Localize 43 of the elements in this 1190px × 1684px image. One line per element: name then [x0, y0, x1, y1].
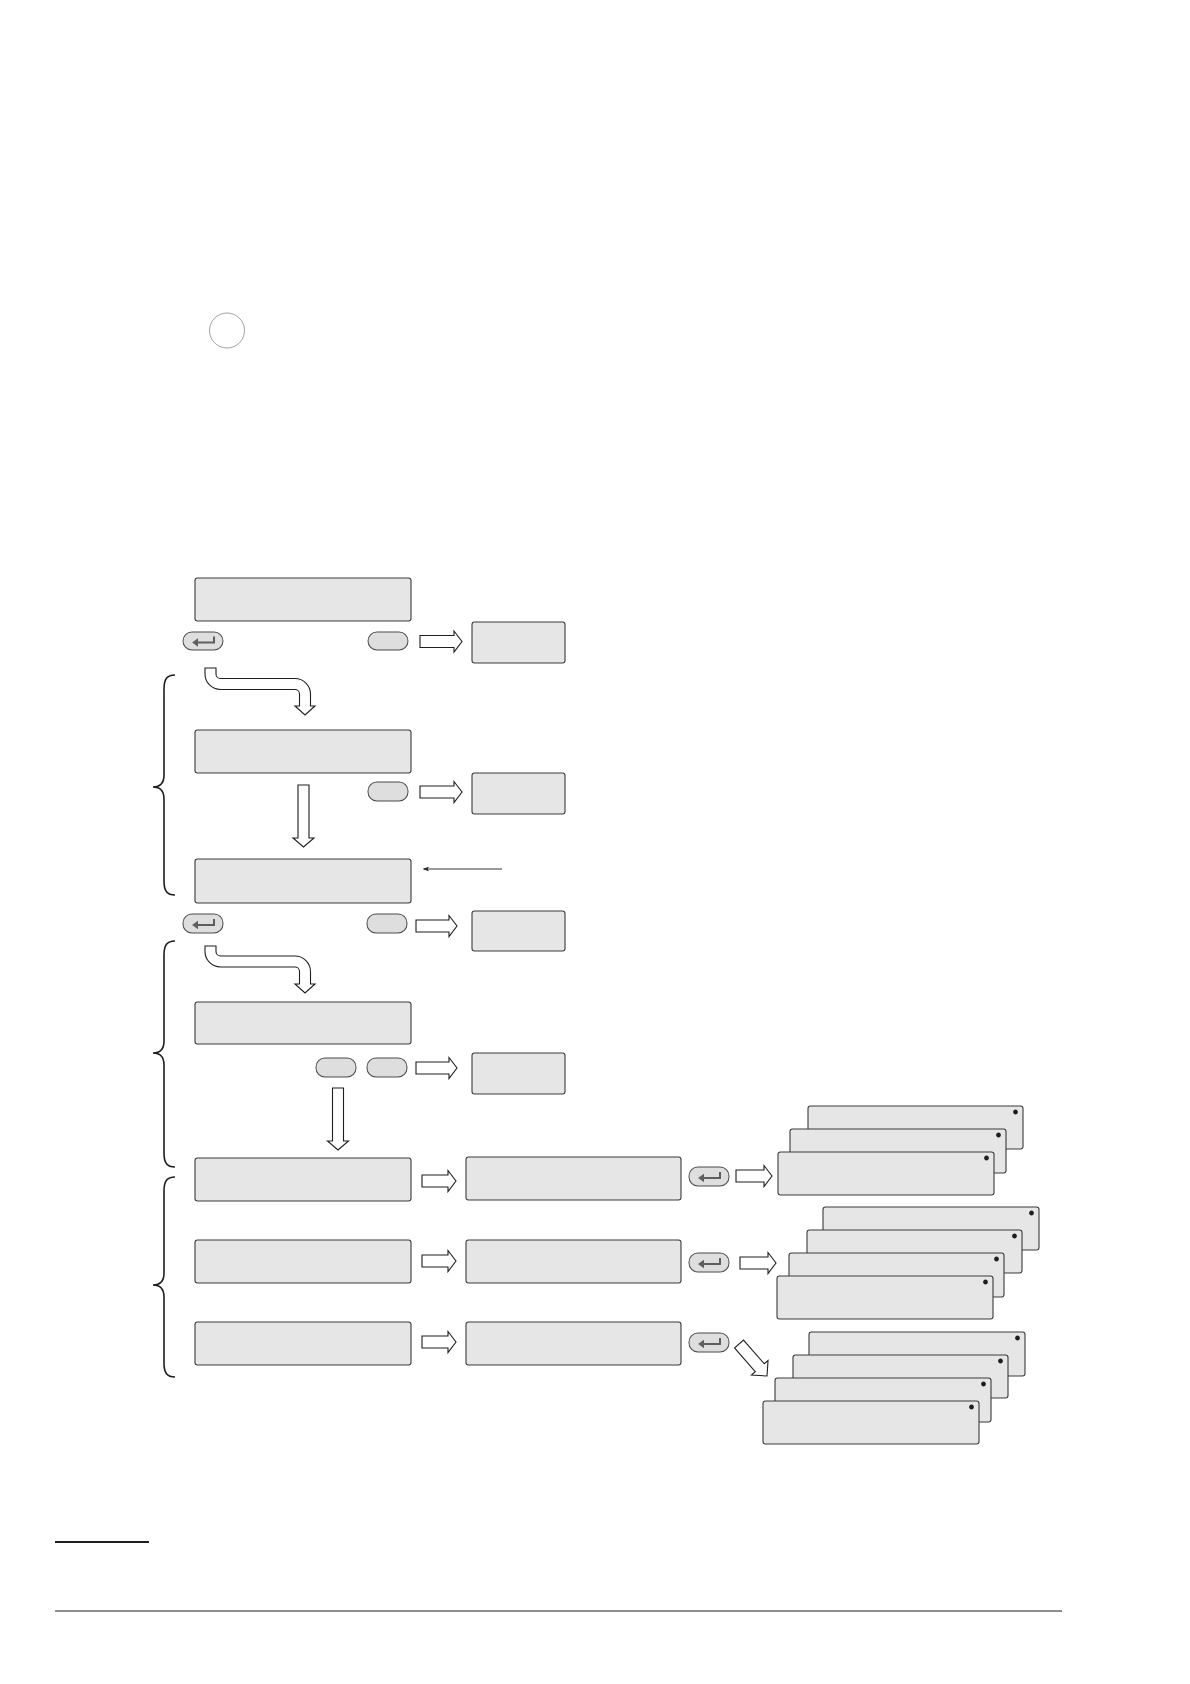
display-box — [776, 1275, 994, 1320]
key-button — [688, 1166, 730, 1187]
key-button — [688, 1332, 730, 1353]
display-box — [194, 1001, 412, 1045]
block-arrow — [415, 913, 458, 939]
display-box — [465, 1321, 682, 1366]
block-arrow — [204, 667, 316, 716]
block-arrow — [421, 1168, 457, 1194]
arrow — [423, 867, 503, 871]
display-box — [471, 621, 566, 664]
key-button — [366, 913, 408, 934]
circle — [209, 312, 245, 349]
display-box — [465, 1156, 682, 1201]
block-arrow — [421, 1329, 457, 1355]
block-arrow — [419, 629, 463, 654]
display-box — [762, 1400, 980, 1445]
display-box — [471, 772, 566, 815]
display-box — [777, 1151, 995, 1196]
display-box — [194, 729, 412, 774]
block-arrow — [735, 1163, 773, 1189]
display-box — [194, 858, 412, 904]
display-box — [465, 1239, 682, 1284]
display-box — [471, 910, 566, 952]
key-button — [366, 1057, 408, 1078]
block-arrow — [204, 945, 316, 994]
block-arrow — [739, 1250, 777, 1276]
block-arrow — [733, 1339, 769, 1377]
display-box — [194, 1321, 412, 1366]
display-box — [194, 1157, 412, 1202]
key-button — [182, 631, 224, 651]
block-arrow — [326, 1087, 350, 1151]
block-arrow — [291, 784, 316, 848]
display-box — [194, 1239, 412, 1284]
key-button — [315, 1057, 357, 1078]
key-button — [182, 913, 224, 934]
display-box — [471, 1052, 566, 1095]
key-button — [367, 631, 409, 651]
key-button — [367, 781, 409, 802]
key-button — [688, 1252, 730, 1273]
block-arrow — [419, 779, 463, 805]
display-box — [194, 577, 412, 622]
block-arrow — [415, 1055, 458, 1081]
block-arrow — [421, 1248, 457, 1274]
